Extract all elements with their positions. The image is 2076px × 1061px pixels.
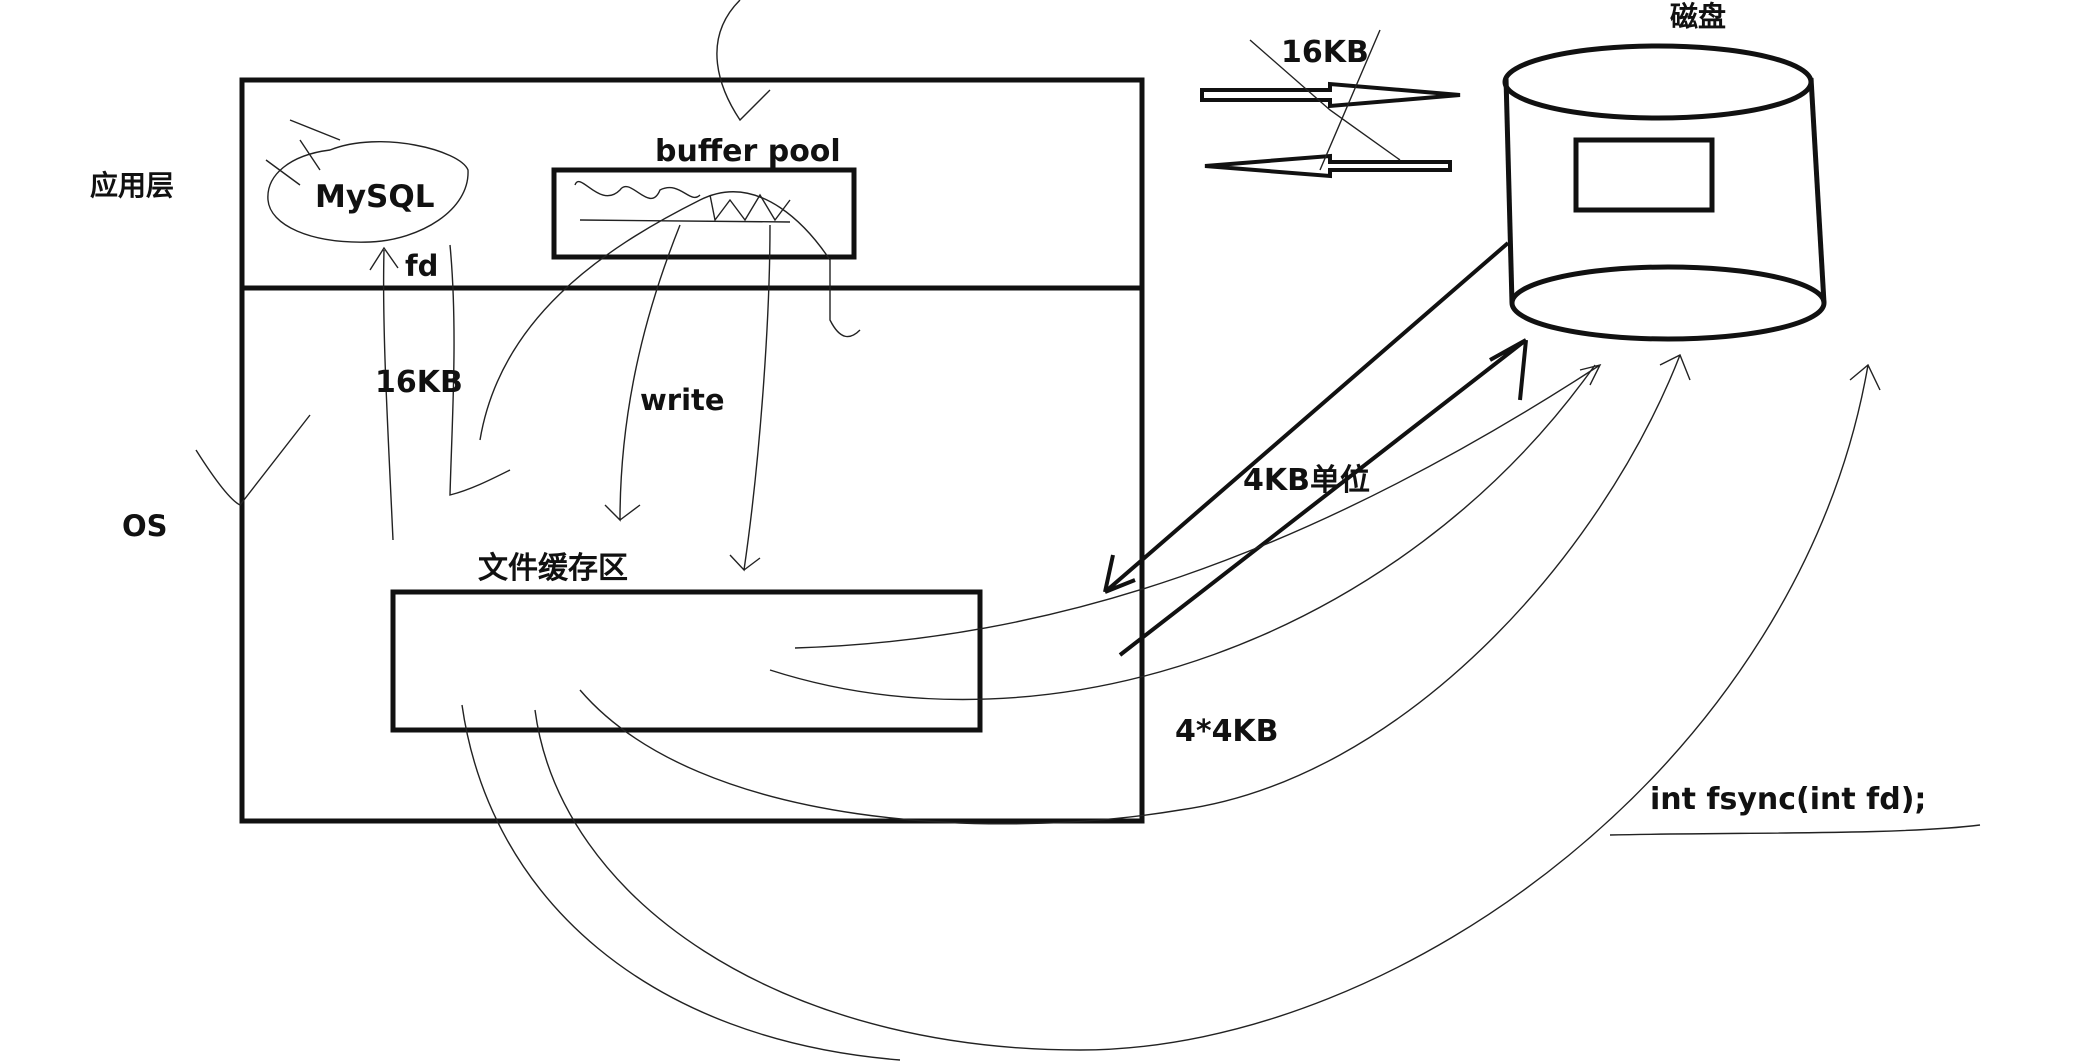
disk-right-side [1808, 77, 1827, 304]
app-layer-label: 应用层 [90, 169, 175, 202]
os-check-scribble [195, 414, 311, 506]
arrow-from-disk [1204, 153, 1452, 179]
flush-curve-1 [794, 363, 1602, 649]
read-size-label: 16KB [375, 365, 463, 400]
transfer-size-label: 16KB [1281, 35, 1369, 70]
fsync-underline [1609, 824, 1981, 836]
fd-arrow [369, 246, 399, 541]
blocks-label: 4*4KB [1175, 714, 1279, 749]
disk-label: 磁盘 [1670, 0, 1727, 33]
cache-to-disk-arrow [1118, 338, 1528, 657]
flush-curve-2 [769, 364, 1596, 701]
flush-curve-3 [579, 354, 1691, 825]
arrow-to-disk [1200, 81, 1461, 109]
disk-block [1573, 137, 1715, 213]
buffer-pool-box [551, 167, 857, 260]
write-label: write [640, 383, 725, 417]
buffer-pool-curve [479, 191, 861, 441]
disk-bottom [1509, 264, 1827, 342]
disk-to-cache-arrow [1103, 241, 1510, 594]
read-16kb-arrow [449, 244, 511, 496]
mysql-scribble [265, 119, 341, 186]
os-label: OS [122, 509, 168, 543]
unit-label: 4KB单位 [1243, 463, 1370, 498]
fsync-label: int fsync(int fd); [1650, 782, 1927, 817]
buffer-pool-label: buffer pool [655, 134, 841, 169]
mysql-label: MySQL [315, 179, 435, 215]
disk-top [1502, 43, 1814, 121]
flush-curve-4 [534, 363, 1881, 1051]
write-arrow-1 [604, 224, 681, 522]
top-scribble [716, 0, 771, 122]
write-arrow-2 [729, 224, 771, 572]
transfer-scribble [1249, 29, 1401, 171]
flush-curve-5 [461, 704, 901, 1061]
os-box [239, 285, 1145, 824]
buffer-pool-pages [574, 180, 791, 223]
mysql-ellipse [267, 141, 469, 243]
file-cache-label: 文件缓存区 [478, 551, 628, 586]
disk-left-side [1503, 77, 1515, 304]
fd-label: fd [405, 249, 439, 283]
file-cache-box [390, 589, 983, 733]
